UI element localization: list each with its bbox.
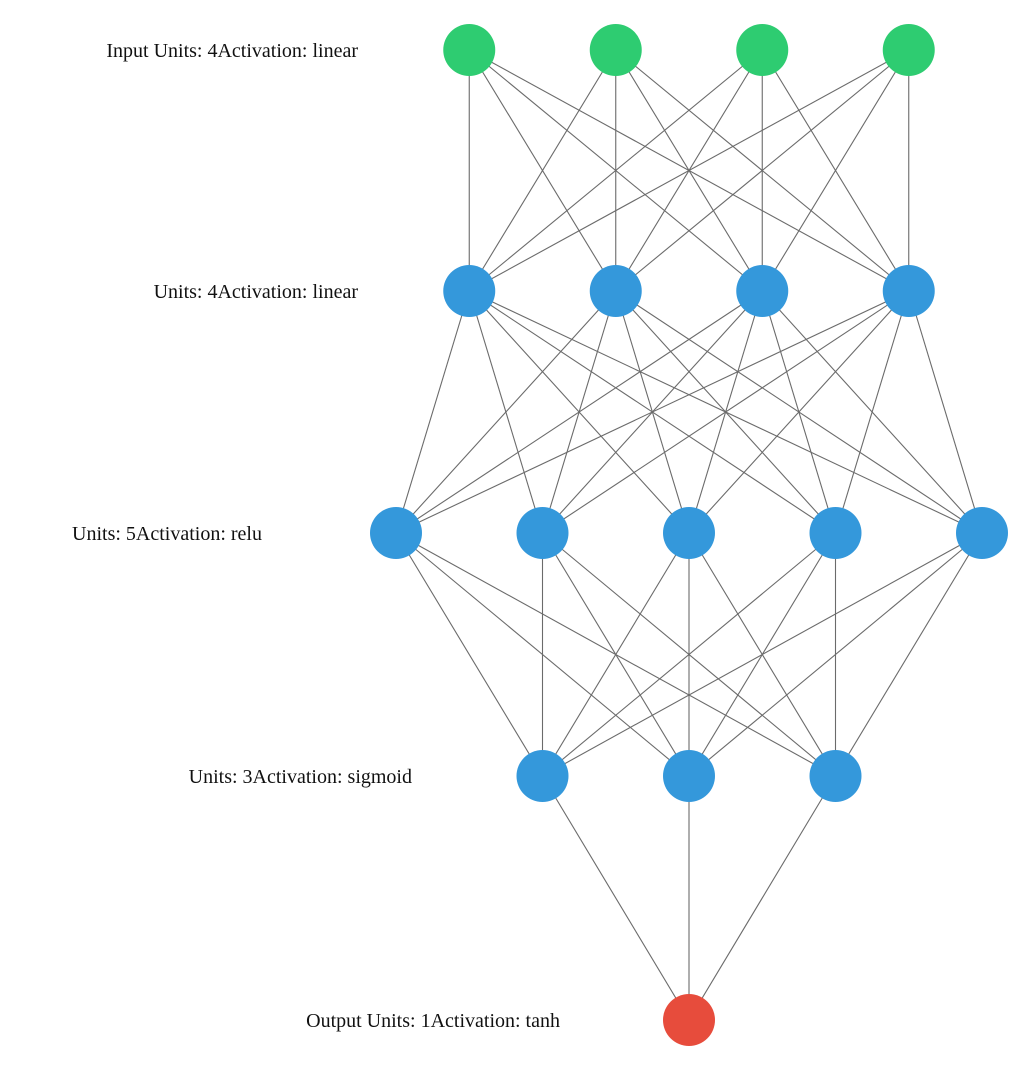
edge-l1n0-l2n0 xyxy=(395,290,470,534)
layer-label-4: Output Units: 1Activation: tanh xyxy=(306,1010,560,1032)
hidden-node-layer1-0[interactable] xyxy=(443,265,496,317)
edge-l1n3-l2n2 xyxy=(688,290,910,534)
edge-l1n3-l2n3 xyxy=(834,290,910,534)
hidden-node-layer3-1[interactable] xyxy=(663,750,715,802)
edge-l0n1-l1n0 xyxy=(468,49,617,292)
edge-l2n3-l3n0 xyxy=(542,532,836,777)
edge-l0n3-l1n2 xyxy=(761,49,910,292)
output-node-layer4-0[interactable] xyxy=(663,994,715,1046)
input-node-layer0-0[interactable] xyxy=(443,24,496,76)
hidden-node-layer2-0[interactable] xyxy=(370,507,422,559)
edge-l1n1-l2n0 xyxy=(395,290,617,534)
edge-l2n4-l3n2 xyxy=(835,532,983,777)
hidden-node-layer1-3[interactable] xyxy=(882,265,935,317)
hidden-node-layer2-4[interactable] xyxy=(956,507,1008,559)
layer-label-0: Input Units: 4Activation: linear xyxy=(106,40,358,62)
input-node-layer0-1[interactable] xyxy=(589,24,642,76)
edge-l1n3-l2n0 xyxy=(395,290,909,534)
hidden-node-layer2-1[interactable] xyxy=(516,507,569,559)
layer-label-2: Units: 5Activation: relu xyxy=(72,523,262,545)
hidden-node-layer3-2[interactable] xyxy=(809,750,862,802)
edge-l1n3-l2n4 xyxy=(908,290,983,534)
edges xyxy=(395,49,983,1021)
layer-label-1: Units: 4Activation: linear xyxy=(154,281,359,303)
hidden-node-layer2-3[interactable] xyxy=(809,507,862,559)
hidden-node-layer2-2[interactable] xyxy=(663,507,715,559)
edge-l2n0-l3n0 xyxy=(395,532,543,777)
edge-l2n2-l3n0 xyxy=(542,532,690,777)
edge-l1n3-l2n1 xyxy=(542,290,910,534)
input-node-layer0-2[interactable] xyxy=(736,24,789,76)
edge-l0n2-l1n0 xyxy=(468,49,763,292)
hidden-node-layer1-1[interactable] xyxy=(589,265,642,317)
layer-label-3: Units: 3Activation: sigmoid xyxy=(189,766,412,788)
edge-l3n2-l4n0 xyxy=(688,775,836,1021)
input-node-layer0-3[interactable] xyxy=(882,24,935,76)
hidden-node-layer1-2[interactable] xyxy=(736,265,789,317)
edge-l2n4-l3n0 xyxy=(542,532,983,777)
edge-l1n2-l2n0 xyxy=(395,290,763,534)
hidden-node-layer3-0[interactable] xyxy=(516,750,569,802)
edge-l0n3-l1n0 xyxy=(468,49,910,292)
edge-l2n4-l3n1 xyxy=(688,532,983,777)
nodes xyxy=(370,24,1008,1046)
edge-l3n0-l4n0 xyxy=(542,775,690,1021)
edge-l0n3-l1n1 xyxy=(615,49,910,292)
